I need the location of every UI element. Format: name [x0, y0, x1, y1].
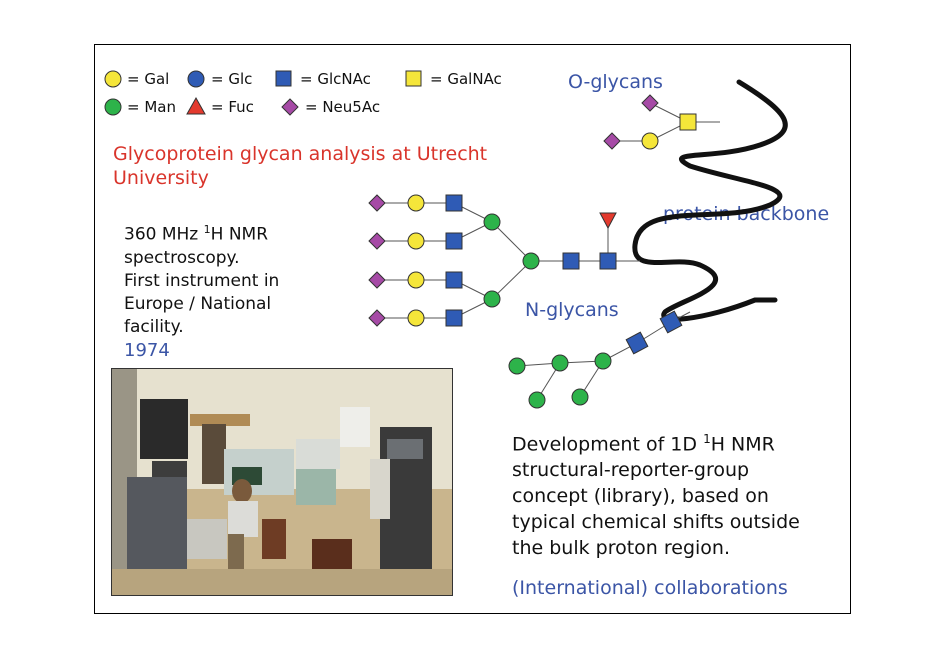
- nmr-line-2: spectroscopy.: [124, 247, 240, 268]
- n-neu5ac-1: [368, 194, 386, 212]
- o-neu5ac-2: [603, 132, 621, 150]
- nmr-year: 1974: [124, 339, 170, 361]
- o-glycans-label: O-glycans: [568, 71, 663, 93]
- n-man-core: [522, 252, 540, 270]
- n-gal-3: [407, 271, 425, 289]
- hm-man-4: [528, 391, 546, 409]
- n-neu5ac-2: [368, 232, 386, 250]
- galnac-symbol: [405, 70, 422, 87]
- glcnac-symbol: [275, 70, 292, 87]
- legend-neu5ac-label: = Neu5Ac: [305, 98, 381, 116]
- n-gal-1: [407, 194, 425, 212]
- legend-gal-label: = Gal: [127, 70, 170, 88]
- neu5ac-symbol: [281, 98, 299, 116]
- n-fuc: [599, 212, 617, 230]
- lab-photo-illustration: [112, 369, 452, 595]
- legend-glc-label: = Glc: [211, 70, 253, 88]
- slide-title: Glycoprotein glycan analysis at Utrecht …: [113, 143, 488, 189]
- o-gal: [641, 132, 659, 150]
- dev-line-2: structural-reporter-group: [512, 459, 750, 482]
- hm-man-3: [594, 352, 612, 370]
- hm-glcnac-1: [625, 331, 649, 355]
- n-neu5ac-4: [368, 309, 386, 327]
- man-symbol: [104, 98, 122, 116]
- development-description: Development of 1D 1H NMR structural-repo…: [512, 426, 800, 561]
- dev-line-4: typical chemical shifts outside: [512, 511, 800, 534]
- n-glycans-label: N-glycans: [525, 299, 619, 321]
- protein-backbone: [632, 79, 788, 322]
- hm-glcnac-2: [659, 310, 683, 334]
- n-glcnac-core-1: [562, 252, 580, 270]
- nmr-lab-photo: [111, 368, 453, 596]
- n-glcnac-1: [445, 194, 463, 212]
- o-glycan-links: [612, 102, 720, 142]
- n-neu5ac-3: [368, 271, 386, 289]
- o-galnac: [679, 113, 697, 131]
- legend-glcnac-label: = GlcNAc: [300, 70, 371, 88]
- n-glcnac-4: [445, 309, 463, 327]
- n-man-lower: [483, 290, 501, 308]
- hm-man-1: [508, 357, 526, 375]
- dev-line-3: concept (library), based on: [512, 485, 769, 508]
- n-glcnac-3: [445, 271, 463, 289]
- nmr-line-1: 360 MHz 1H NMR: [124, 223, 269, 245]
- n-gal-2: [407, 232, 425, 250]
- n-man-upper: [483, 213, 501, 231]
- dev-line-1: Development of 1D 1H NMR: [512, 432, 775, 456]
- n-glcnac-2: [445, 232, 463, 250]
- gal-symbol: [104, 70, 122, 88]
- legend-galnac-label: = GalNAc: [430, 70, 502, 88]
- nmr-line-4: Europe / National: [124, 293, 272, 314]
- hm-man-2: [551, 354, 569, 372]
- legend-man-label: = Man: [127, 98, 176, 116]
- glc-symbol: [187, 70, 205, 88]
- hm-man-5: [571, 388, 589, 406]
- nmr-description: 360 MHz 1H NMR spectroscopy. First instr…: [124, 218, 279, 362]
- nmr-line-5: facility.: [124, 316, 184, 337]
- nmr-line-3: First instrument in: [124, 270, 280, 291]
- o-neu5ac-1: [641, 94, 659, 112]
- collaborations-text: (International) collaborations: [512, 577, 788, 599]
- fuc-symbol: [186, 96, 206, 115]
- dev-line-5: the bulk proton region.: [512, 537, 731, 560]
- protein-backbone-label: protein backbone: [663, 203, 830, 225]
- legend-fuc-label: = Fuc: [211, 98, 254, 116]
- n-gal-4: [407, 309, 425, 327]
- n-glcnac-core-2: [599, 252, 617, 270]
